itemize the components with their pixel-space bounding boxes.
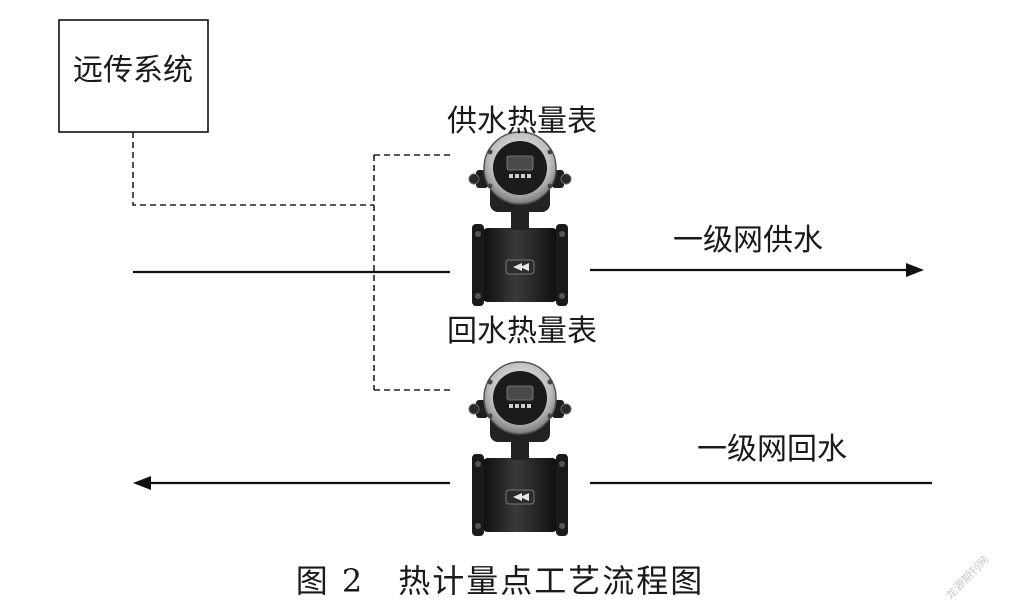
return-heat-meter-icon (468, 361, 572, 537)
remote-system-box (58, 19, 209, 133)
supply-meter-label: 供水热量表 (447, 104, 597, 139)
supply-heat-meter-icon (468, 131, 572, 307)
primary-return-label: 一级网回水 (697, 432, 847, 467)
supply-arrow-icon (906, 263, 924, 277)
return-meter-label: 回水热量表 (447, 314, 597, 349)
return-arrow-icon (133, 476, 151, 490)
signal-line-main (132, 132, 374, 206)
primary-supply-label: 一级网供水 (673, 223, 823, 258)
watermark: 龙源期刊网 (943, 553, 992, 602)
figure-caption: 图 2 热计量点工艺流程图 (296, 562, 705, 600)
remote-system-label: 远传系统 (73, 53, 193, 88)
